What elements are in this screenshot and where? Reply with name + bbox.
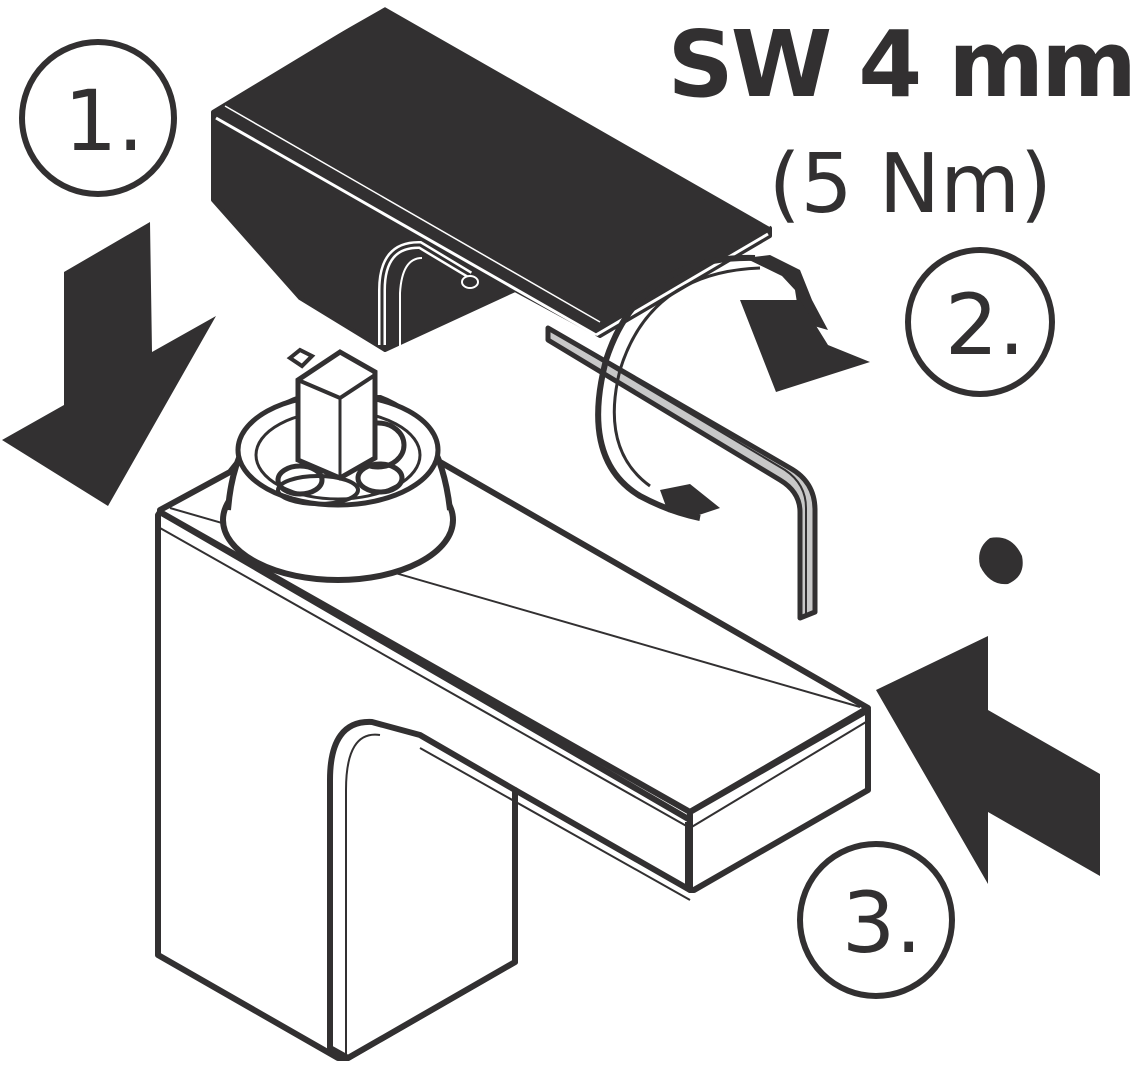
hex-key-tool — [545, 325, 818, 621]
step-3-badge: 3. — [797, 841, 955, 999]
lever-handle — [211, 4, 772, 352]
step-3-label: 3. — [842, 874, 922, 972]
grub-screw — [979, 537, 1023, 585]
step-1-label: 1. — [64, 72, 144, 170]
step-2-badge: 2. — [905, 247, 1055, 397]
step-1-badge: 1. — [19, 39, 177, 197]
rotate-arrow-icon — [595, 254, 870, 521]
step-2-label: 2. — [945, 276, 1025, 374]
arrow-down-icon — [2, 222, 216, 506]
wrench-size-label: SW 4 mm — [667, 11, 1134, 118]
torque-label: (5 Nm) — [769, 137, 1052, 232]
valve-cartridge — [220, 347, 456, 583]
arrow-push-icon — [876, 636, 1100, 884]
